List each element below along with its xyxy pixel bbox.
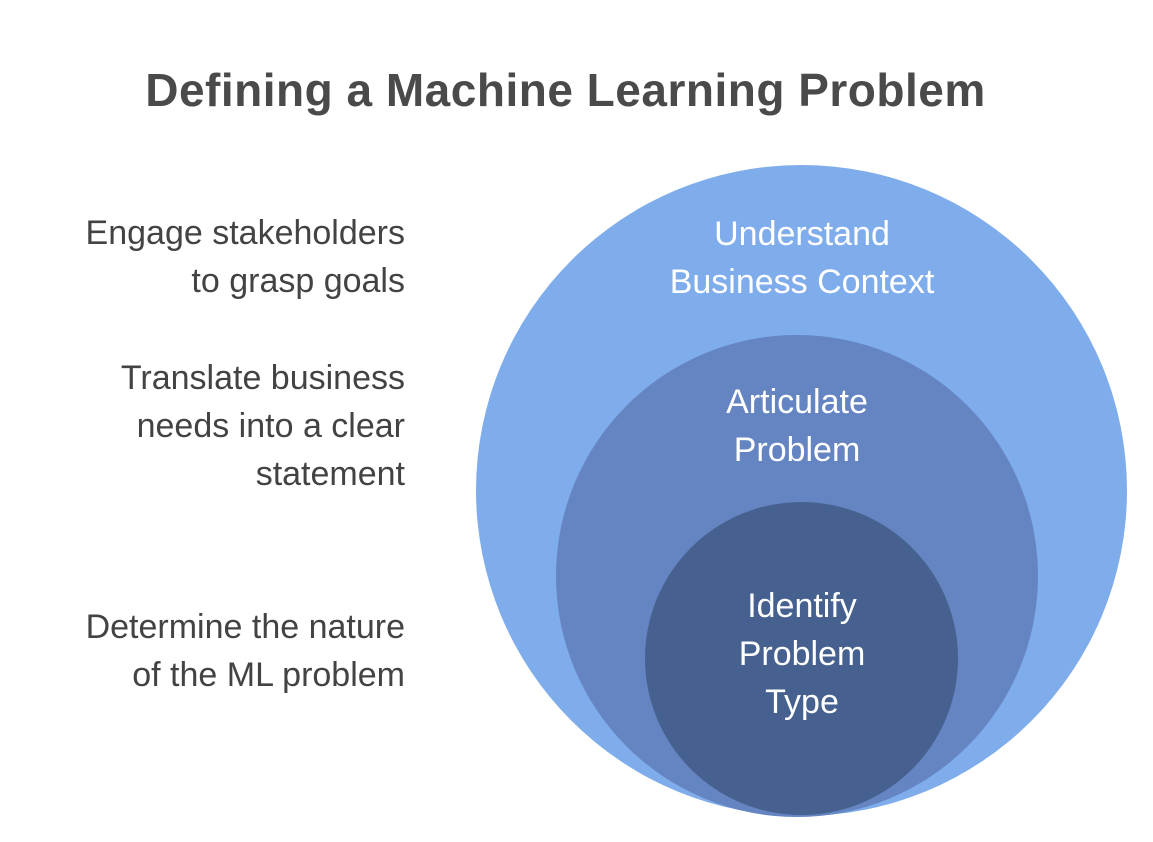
diagram-title: Defining a Machine Learning Problem xyxy=(145,63,986,116)
circle-label-articulate-problem: Articulate Problem xyxy=(726,383,868,469)
ring-description-articulate-problem: Translate business needs into a clear st… xyxy=(120,359,405,493)
ring-description-identify-problem-type: Determine the nature of the ML problem xyxy=(85,608,405,694)
circle-label-understand-business-context: Understand Business Context xyxy=(669,215,935,301)
circle-label-identify-problem-type: Identify Problem Type xyxy=(738,587,866,721)
ring-description-understand-business-context: Engage stakeholders to grasp goals xyxy=(85,214,405,300)
circle-identify-problem-type xyxy=(645,502,958,815)
